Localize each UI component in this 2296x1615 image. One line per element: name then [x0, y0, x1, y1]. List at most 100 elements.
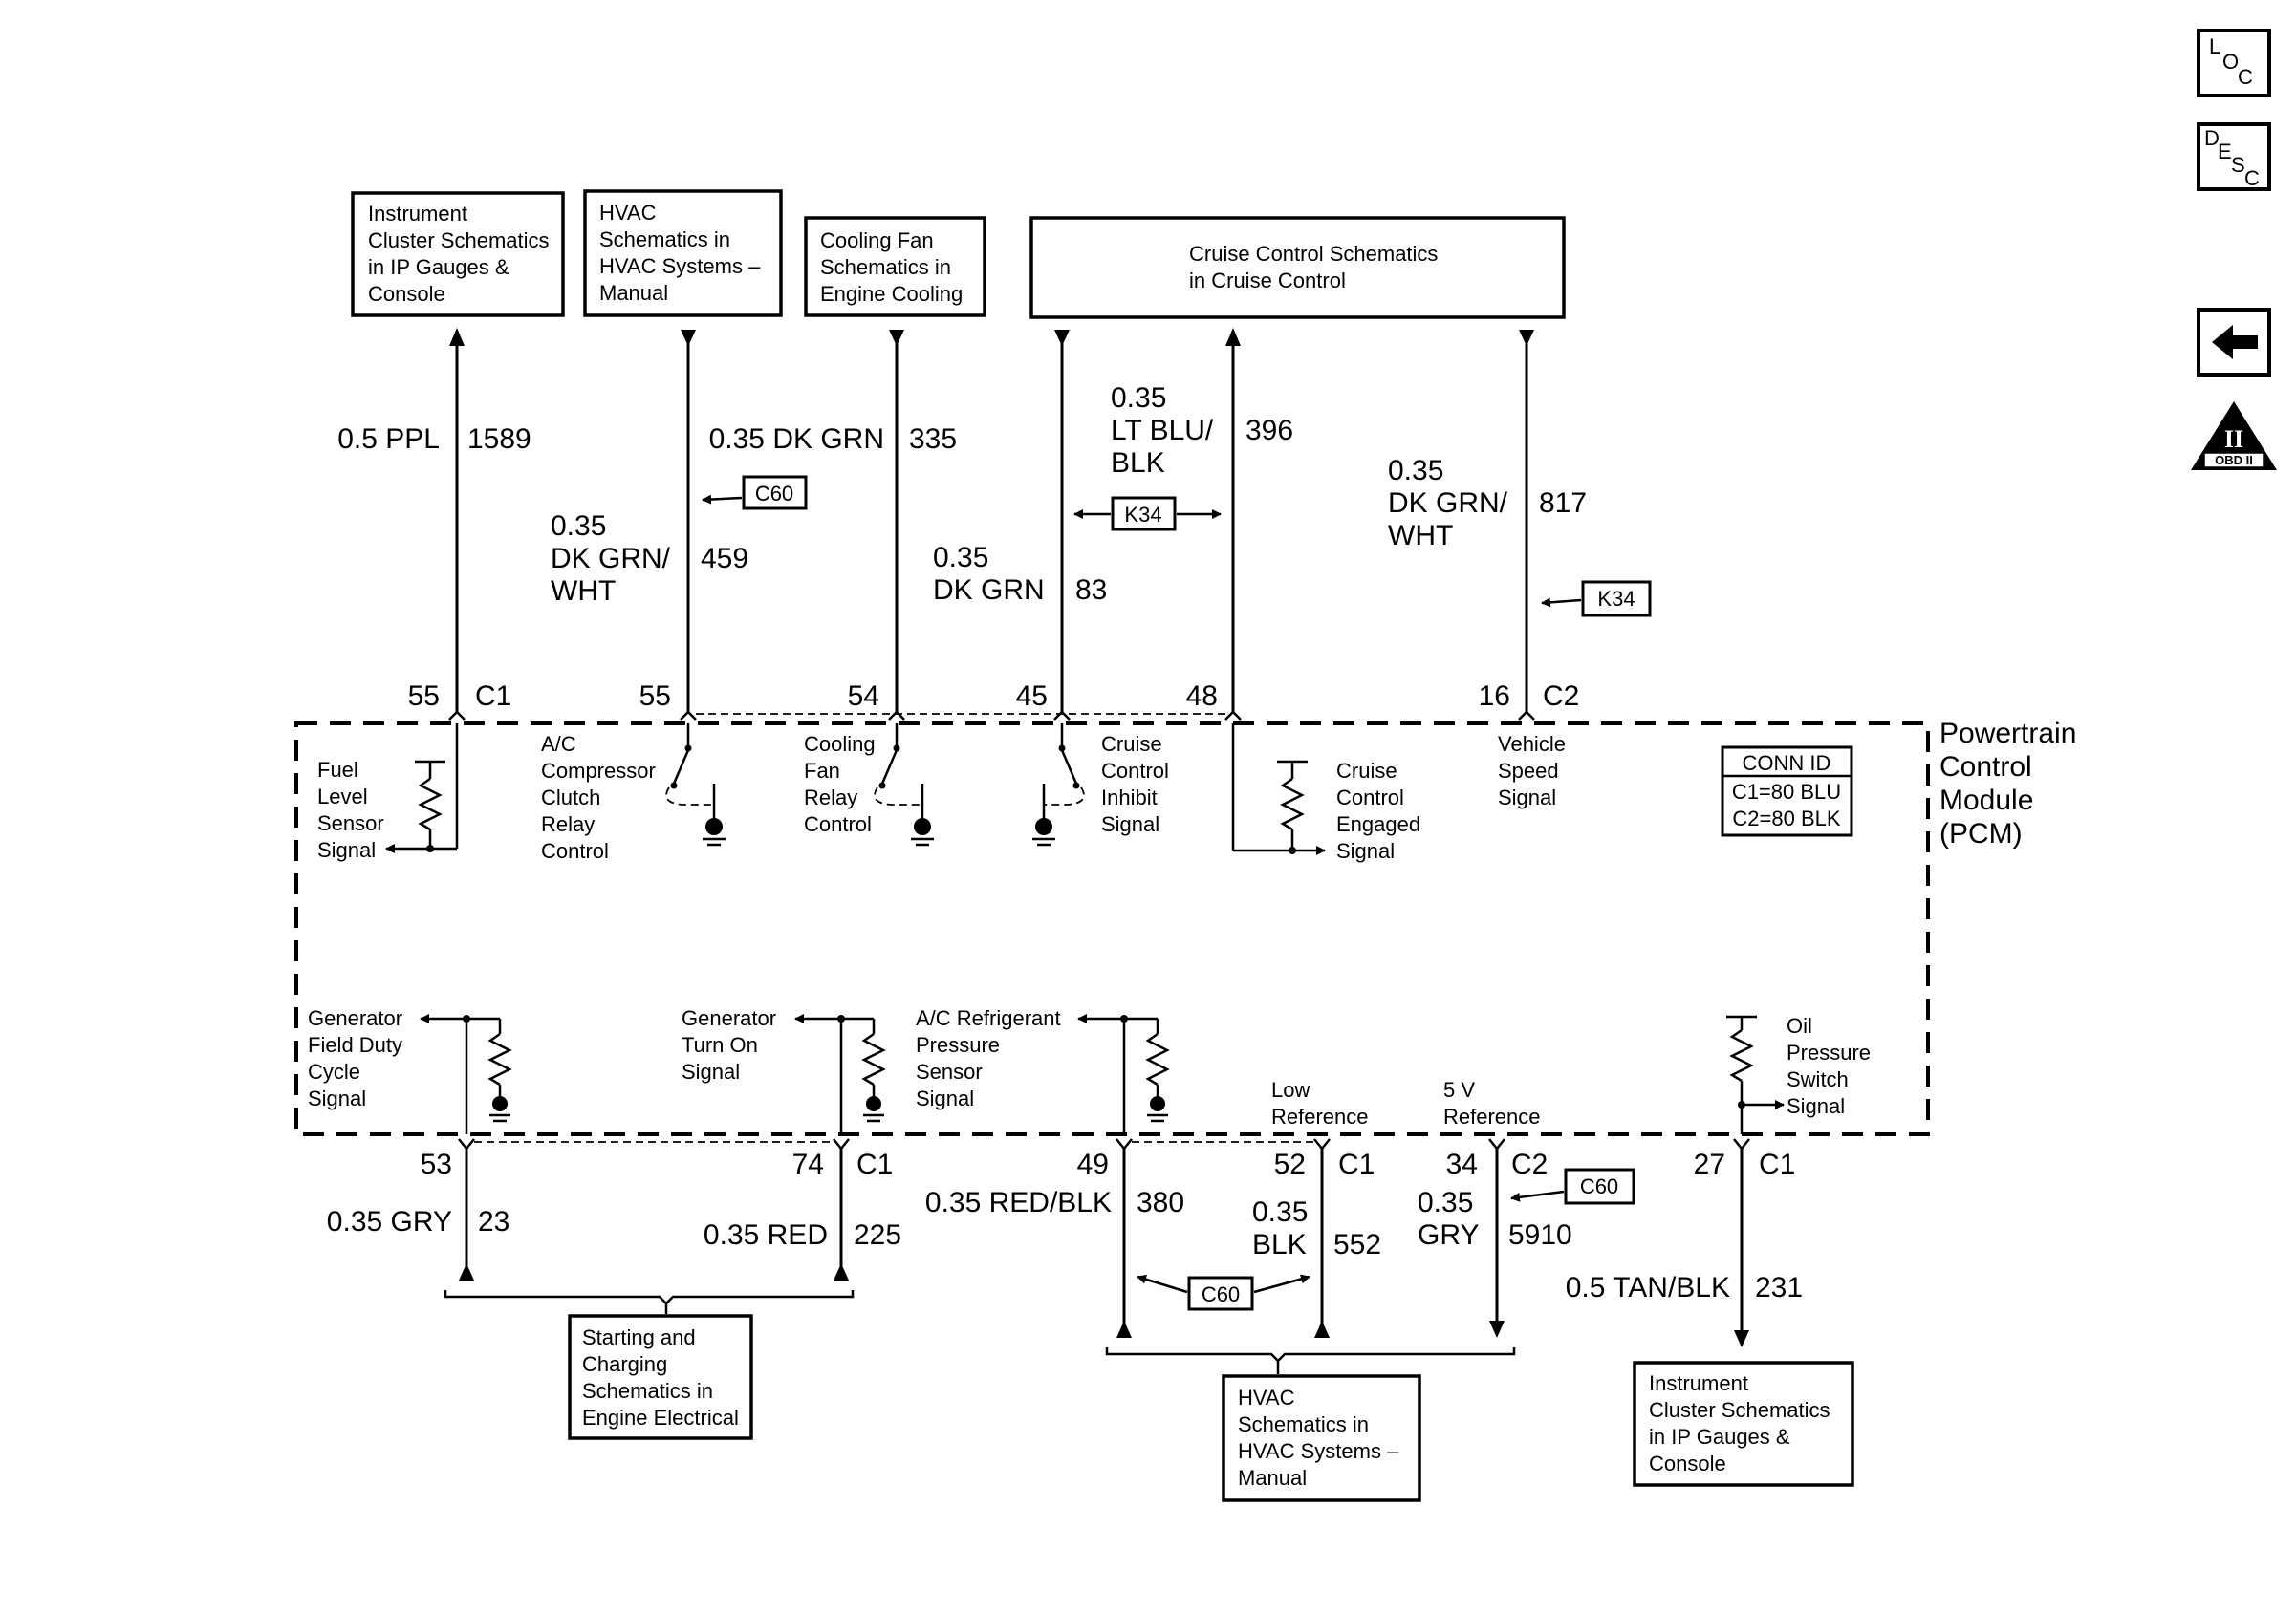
pin-number: 54	[848, 680, 879, 712]
option-code: K34	[1597, 587, 1635, 611]
wire-circuit: 23	[478, 1206, 509, 1238]
label-line: Signal	[1336, 839, 1395, 863]
wire-size: 0.35	[933, 542, 988, 573]
bottom-terminals	[458, 1138, 1750, 1152]
obd-ii-button[interactable]: II OBD II	[2191, 401, 2277, 470]
box-line: Console	[1649, 1452, 1726, 1475]
box-line: Schematics in	[582, 1379, 713, 1403]
ground-icon	[705, 818, 723, 835]
label-line: Compressor	[541, 759, 656, 783]
label-line: Cycle	[308, 1060, 360, 1084]
label-line: Relay	[541, 812, 595, 836]
option-c60-bottom: C60	[1137, 1274, 1310, 1311]
label-line: Signal	[916, 1087, 974, 1110]
generator-field-circuit: Generator Field Duty Cycle Signal	[308, 1006, 512, 1134]
wire-color: BLK	[1111, 447, 1165, 479]
top-box-hvac[interactable]: HVAC Schematics in HVAC Systems – Manual	[583, 189, 783, 317]
box-line: Cluster Schematics	[368, 228, 550, 252]
top-box-cruise-control[interactable]: Cruise Control Schematics in Cruise Cont…	[1029, 216, 1566, 319]
wire-size: 0.5 PPL	[337, 423, 440, 455]
starting-bracket	[444, 1290, 855, 1314]
box-line: Charging	[582, 1352, 667, 1376]
wire-5910: 34 C2 0.35 GRY 5910	[1418, 1149, 1572, 1338]
generator-turn-on-circuit: Generator Turn On Signal	[682, 1006, 886, 1134]
back-button[interactable]	[2197, 308, 2271, 377]
box-line: HVAC Systems –	[599, 254, 761, 278]
loc-o: O	[2222, 50, 2239, 74]
obd-label: OBD II	[2215, 453, 2253, 467]
pin-number: 55	[639, 680, 671, 712]
fuel-level-circuit: Fuel Level Sensor Signal	[317, 723, 459, 862]
box-line: Instrument	[368, 202, 467, 226]
option-k34-mid: K34	[1073, 496, 1222, 531]
connector-id: C1	[856, 1149, 893, 1180]
wire-size: 0.35 GRY	[327, 1206, 452, 1238]
conn-id-table: CONN ID C1=80 BLU C2=80 BLK	[1721, 745, 1853, 837]
wire-circuit: 380	[1137, 1187, 1184, 1218]
wire-size: 0.35 RED	[704, 1219, 828, 1251]
box-line: Manual	[1238, 1466, 1307, 1490]
box-line: Schematics in	[599, 227, 730, 251]
label-line: Pressure	[1787, 1041, 1871, 1065]
conn-id-title: CONN ID	[1743, 751, 1831, 775]
pcm-title-line: Module	[1939, 785, 2033, 816]
label-line: Signal	[1498, 786, 1556, 809]
loc-l: L	[2209, 34, 2220, 58]
connector-id: C2	[1543, 680, 1579, 712]
pin-number: 48	[1186, 680, 1218, 712]
box-line: Console	[368, 282, 445, 306]
box-line: in IP Gauges &	[1649, 1425, 1790, 1449]
label-line: Control	[1336, 786, 1404, 809]
box-line: Cooling Fan	[820, 228, 934, 252]
vehicle-speed-label: Vehicle Speed Signal	[1498, 732, 1566, 809]
label-line: Signal	[1101, 812, 1159, 836]
wire-size: 0.35	[1252, 1196, 1308, 1228]
pin-number: 74	[792, 1149, 824, 1180]
wire-circuit: 83	[1075, 574, 1107, 606]
box-line: HVAC	[1238, 1386, 1295, 1410]
wire-396: 0.35 LT BLU/ BLK 396 48	[1111, 328, 1293, 712]
wire-335: 0.35 DK GRN 335 54	[709, 330, 957, 712]
pin-number: 27	[1694, 1149, 1725, 1180]
label-line: Field Duty	[308, 1033, 402, 1057]
top-box-cooling-fan[interactable]: Cooling Fan Schematics in Engine Cooling	[804, 216, 986, 317]
desc-c: C	[2244, 166, 2260, 190]
label-line: Speed	[1498, 759, 1559, 783]
pin-number: 53	[421, 1149, 452, 1180]
label-line: Control	[1101, 759, 1169, 783]
back-arrow-icon	[2212, 325, 2258, 359]
label-line: 5 V	[1443, 1078, 1475, 1102]
box-line: Engine Electrical	[582, 1406, 739, 1430]
loc-c: C	[2238, 65, 2253, 89]
label-line: Cooling	[804, 732, 876, 756]
wire-color: LT BLU/	[1111, 415, 1214, 446]
label-line: Sensor	[916, 1060, 983, 1084]
label-line: Sensor	[317, 811, 384, 835]
option-code: C60	[1202, 1282, 1240, 1306]
cruise-engaged-circuit: Cruise Control Engaged Signal	[1231, 723, 1420, 863]
pin-number: 49	[1077, 1149, 1109, 1180]
desc-s: S	[2231, 153, 2245, 177]
bottom-box-instrument-cluster[interactable]: Instrument Cluster Schematics in IP Gaug…	[1633, 1361, 1854, 1487]
loc-button[interactable]: L O C	[2197, 29, 2271, 97]
wire-23: 53 0.35 GRY 23	[327, 1149, 509, 1281]
box-line: Schematics in	[1238, 1412, 1369, 1436]
label-line: Cruise	[1101, 732, 1162, 756]
cruise-inhibit-circuit: Cruise Control Inhibit Signal	[1032, 723, 1169, 847]
ac-refrigerant-circuit: A/C Refrigerant Pressure Sensor Signal	[916, 1006, 1170, 1134]
label-line: A/C	[541, 732, 576, 756]
label-line: Reference	[1271, 1105, 1369, 1129]
desc-button[interactable]: D E S C	[2197, 122, 2271, 191]
wire-color: BLK	[1252, 1229, 1307, 1260]
hvac-bracket	[1105, 1347, 1516, 1374]
box-line: Manual	[599, 281, 668, 305]
label-line: Reference	[1443, 1105, 1541, 1129]
label-line: Engaged	[1336, 812, 1420, 836]
top-box-instrument-cluster[interactable]: Instrument Cluster Schematics in IP Gaug…	[351, 191, 565, 317]
bottom-box-starting-charging[interactable]: Starting and Charging Schematics in Engi…	[568, 1314, 753, 1440]
ground-icon	[1035, 818, 1052, 835]
bottom-box-hvac[interactable]: HVAC Schematics in HVAC Systems – Manual	[1222, 1374, 1421, 1502]
pin-number: 34	[1446, 1149, 1478, 1180]
wire-1589: 0.5 PPL 1589 55 C1	[337, 328, 531, 712]
